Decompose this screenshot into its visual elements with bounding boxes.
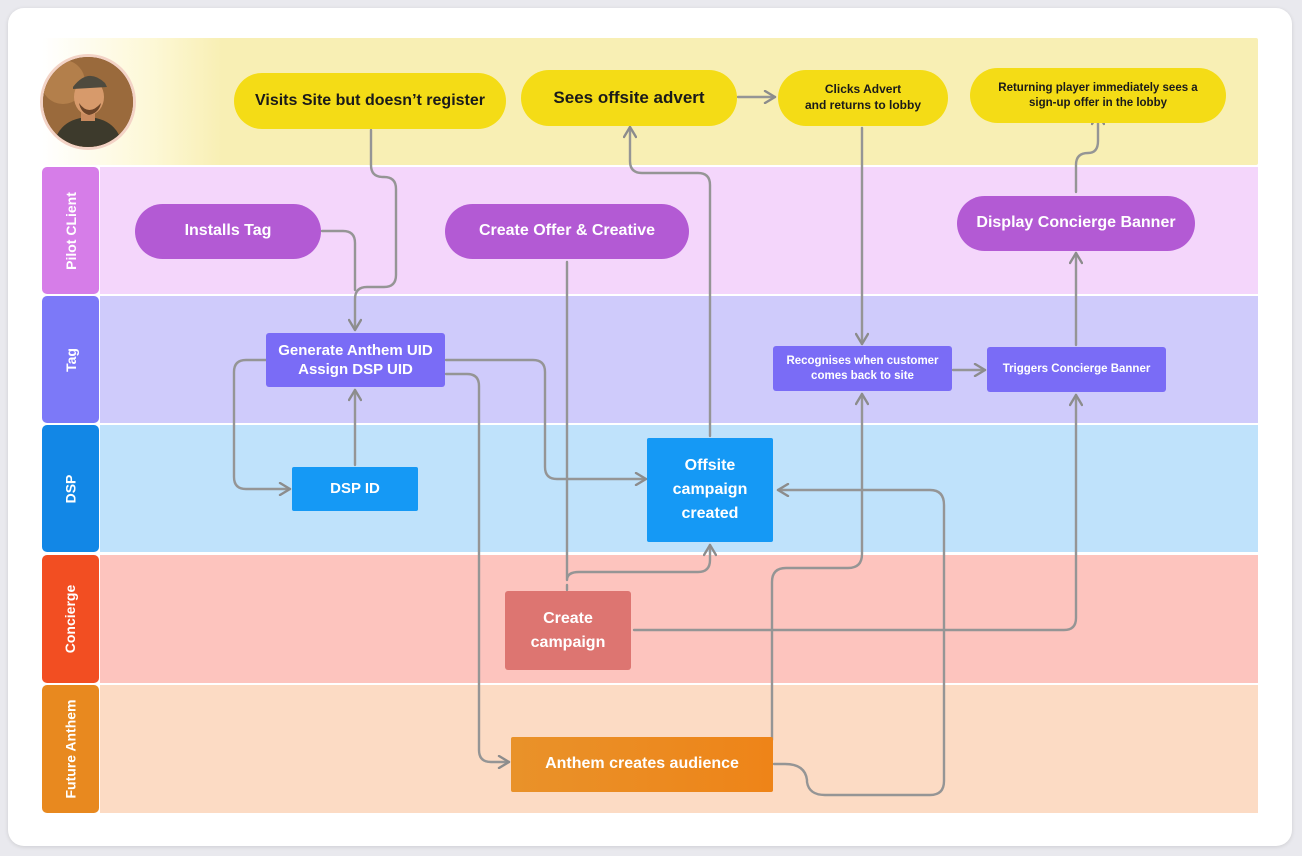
node-create-offer-creative-label: Create Offer & Creative: [478, 222, 656, 240]
node-triggers-concierge-banner[interactable]: Triggers Concierge Banner: [987, 347, 1166, 392]
lane-tab-dsp: DSP: [42, 425, 99, 552]
lane-concierge-bg: [100, 555, 1258, 683]
node-visits-site[interactable]: Visits Site but doesn’t register: [234, 73, 506, 129]
node-clicks-advert[interactable]: Clicks Advert and returns to lobby: [778, 70, 948, 126]
node-display-concierge-banner-label: Display Concierge Banner: [976, 214, 1176, 232]
node-clicks-advert-line1: Clicks Advert: [824, 82, 902, 97]
lane-tab-concierge: Concierge: [42, 555, 99, 683]
node-sees-offsite-advert[interactable]: Sees offsite advert: [521, 70, 737, 126]
lane-label-concierge: Concierge: [62, 584, 79, 654]
node-generate-anthem-uid[interactable]: Generate Anthem UID Assign DSP UID: [266, 333, 445, 387]
node-offsite-campaign-line2: campaign: [672, 481, 748, 498]
lane-tab-pilot-client: Pilot CLient: [42, 167, 99, 294]
node-anthem-creates-audience[interactable]: Anthem creates audience: [511, 737, 773, 792]
node-display-concierge-banner[interactable]: Display Concierge Banner: [957, 196, 1195, 251]
node-create-campaign-line1: Create: [543, 609, 593, 627]
node-offsite-campaign-line1: Offsite: [684, 457, 736, 474]
node-create-campaign-line2: campaign: [530, 633, 606, 651]
lane-tab-tag: Tag: [42, 296, 99, 423]
node-recognises-customer[interactable]: Recognises when customer comes back to s…: [773, 346, 952, 391]
node-triggers-concierge-banner-label: Triggers Concierge Banner: [1002, 363, 1151, 376]
lane-label-dsp: DSP: [62, 474, 79, 503]
node-offsite-campaign-line3: created: [681, 505, 739, 522]
node-returning-player-line1: Returning player immediately sees a: [998, 81, 1198, 94]
node-create-campaign[interactable]: Create campaign: [505, 591, 631, 670]
lane-label-future-anthem: Future Anthem: [62, 699, 79, 799]
node-recognises-customer-line2: comes back to site: [811, 369, 914, 382]
lane-tab-future-anthem: Future Anthem: [42, 685, 99, 813]
node-visits-site-label: Visits Site but doesn’t register: [255, 91, 485, 109]
node-clicks-advert-line2: and returns to lobby: [804, 98, 921, 112]
node-installs-tag[interactable]: Installs Tag: [135, 204, 321, 259]
node-generate-anthem-uid-line2: Assign DSP UID: [298, 361, 413, 378]
person-icon: [43, 57, 133, 147]
lane-label-tag: Tag: [62, 347, 79, 372]
node-returning-player[interactable]: Returning player immediately sees a sign…: [970, 68, 1226, 123]
node-dsp-id[interactable]: DSP ID: [292, 467, 418, 511]
user-avatar: [40, 54, 136, 150]
node-installs-tag-label: Installs Tag: [184, 222, 272, 240]
node-anthem-creates-audience-label: Anthem creates audience: [545, 755, 739, 773]
node-sees-offsite-advert-label: Sees offsite advert: [553, 87, 705, 107]
node-dsp-id-label: DSP ID: [330, 480, 380, 498]
node-recognises-customer-line1: Recognises when customer: [786, 354, 939, 367]
lane-label-pilot-client: Pilot CLient: [62, 191, 79, 270]
node-returning-player-line2: sign-up offer in the lobby: [1029, 96, 1167, 109]
node-create-offer-creative[interactable]: Create Offer & Creative: [445, 204, 689, 259]
node-offsite-campaign-created[interactable]: Offsite campaign created: [647, 438, 773, 542]
node-generate-anthem-uid-line1: Generate Anthem UID: [278, 341, 433, 359]
